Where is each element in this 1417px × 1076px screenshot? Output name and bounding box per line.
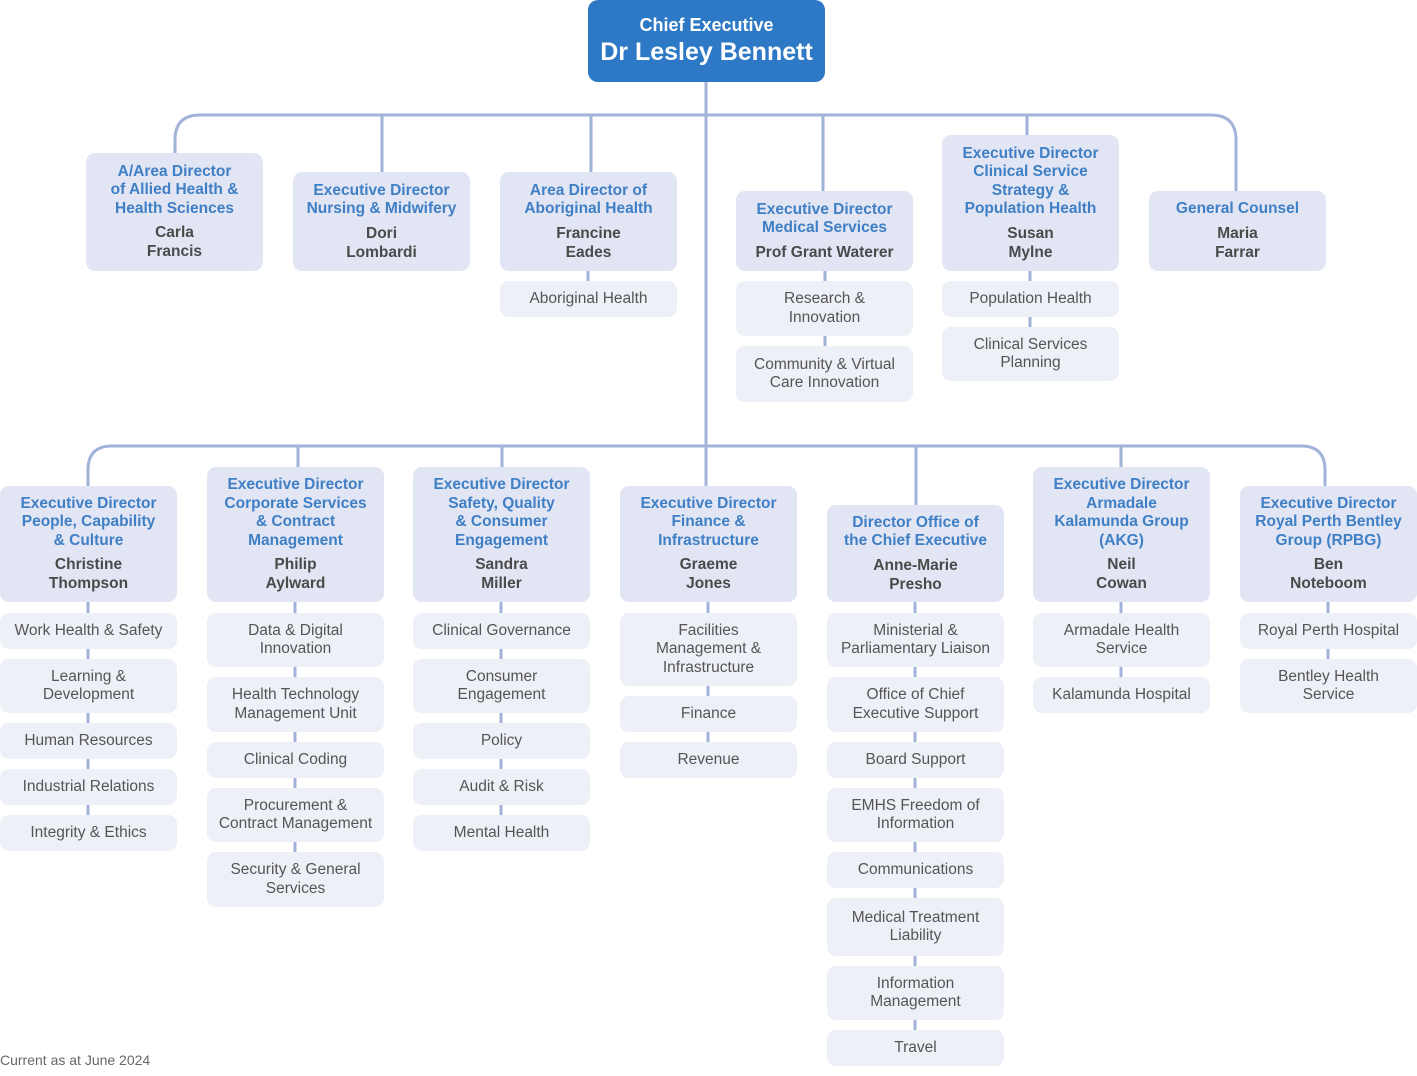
unit-box: Health Technology Management Unit [207, 677, 384, 732]
unit-box: Security & General Services [207, 852, 384, 907]
unit-box: Integrity & Ethics [0, 815, 177, 851]
unit-box: Kalamunda Hospital [1033, 677, 1210, 713]
director-medical-services: Executive Director Medical Services Prof… [736, 191, 913, 271]
unit-box: Royal Perth Hospital [1240, 613, 1417, 649]
director-name: Dori Lombardi [346, 224, 417, 261]
director-name: Philip Aylward [265, 556, 326, 592]
director-title: Executive Director Royal Perth Bentley G… [1255, 494, 1402, 549]
unit-box: Ministerial & Parliamentary Liaison [827, 613, 1004, 667]
unit-box: Aboriginal Health [500, 281, 677, 317]
director-title: A/Area Director of Allied Health & Healt… [110, 162, 239, 217]
unit-box: Mental Health [413, 815, 590, 851]
chief-title: Chief Executive [639, 15, 774, 35]
director-corporate-services: Executive Director Corporate Services & … [207, 467, 384, 602]
unit-box: Consumer Engagement [413, 659, 590, 713]
director-title: Executive Director Medical Services [756, 200, 893, 237]
director-title: Executive Director Finance & Infrastruct… [640, 494, 777, 549]
director-armadale-kalamunda: Executive Director Armadale Kalamunda Gr… [1033, 467, 1210, 602]
unit-box: EMHS Freedom of Information [827, 788, 1004, 842]
director-title: General Counsel [1175, 200, 1300, 218]
director-name: Neil Cowan [1096, 556, 1147, 592]
chief-executive-box: Chief Executive Dr Lesley Bennett [588, 0, 825, 82]
unit-box: Audit & Risk [413, 769, 590, 805]
chief-name: Dr Lesley Bennett [600, 38, 813, 66]
director-title: Area Director of Aboriginal Health [524, 181, 653, 218]
unit-box: Procurement & Contract Management [207, 788, 384, 842]
unit-box: Information Management [827, 966, 1004, 1020]
director-name: Susan Mylne [1007, 224, 1054, 261]
connector-line [173, 113, 1238, 191]
director-title: Director Office of the Chief Executive [844, 513, 987, 550]
unit-box: Clinical Governance [413, 613, 590, 649]
director-name: Graeme Jones [679, 556, 738, 593]
director-nursing-midwifery: Executive Director Nursing & Midwifery D… [293, 172, 470, 271]
general-counsel: General Counsel Maria Farrar [1149, 191, 1326, 271]
director-name: Sandra Miller [475, 556, 528, 592]
unit-box: Finance [620, 696, 797, 732]
unit-box: Travel [827, 1030, 1004, 1066]
director-aboriginal-health: Area Director of Aboriginal Health Franc… [500, 172, 677, 271]
director-title: Executive Director Armadale Kalamunda Gr… [1053, 476, 1190, 549]
director-royal-perth-bentley: Executive Director Royal Perth Bentley G… [1240, 486, 1417, 602]
director-name: Anne-Marie Presho [873, 556, 958, 593]
director-title: Executive Director Safety, Quality & Con… [433, 476, 570, 549]
unit-box: Armadale Health Service [1033, 613, 1210, 667]
unit-box: Medical Treatment Liability [827, 898, 1004, 956]
unit-box: Clinical Coding [207, 742, 384, 778]
connector-line [86, 444, 1327, 486]
unit-box: Work Health & Safety [0, 613, 177, 649]
director-title: Executive Director Nursing & Midwifery [306, 181, 457, 218]
unit-box: Clinical Services Planning [942, 327, 1119, 381]
director-people-capability-culture: Executive Director People, Capability & … [0, 486, 177, 602]
unit-box: Facilities Management & Infrastructure [620, 613, 797, 686]
unit-box: Bentley Health Service [1240, 659, 1417, 713]
unit-box: Population Health [942, 281, 1119, 317]
director-name: Christine Thompson [48, 556, 129, 593]
director-title: Executive Director Corporate Services & … [224, 476, 367, 549]
director-title: Executive Director Clinical Service Stra… [962, 144, 1099, 218]
unit-box: Policy [413, 723, 590, 759]
footer-note: Current as at June 2024 [0, 1052, 151, 1068]
unit-box: Human Resources [0, 723, 177, 759]
unit-box: Communications [827, 852, 1004, 888]
director-name: Ben Noteboom [1290, 556, 1367, 593]
director-name: Francine Eades [556, 224, 621, 261]
director-safety-quality: Executive Director Safety, Quality & Con… [413, 467, 590, 602]
unit-box: Office of Chief Executive Support [827, 677, 1004, 732]
director-office-chief-executive: Director Office of the Chief Executive A… [827, 505, 1004, 602]
unit-box: Data & Digital Innovation [207, 613, 384, 667]
director-title: Executive Director People, Capability & … [20, 494, 157, 549]
director-name: Prof Grant Waterer [755, 243, 894, 261]
unit-box: Learning & Development [0, 659, 177, 713]
director-name: Maria Farrar [1215, 224, 1260, 261]
unit-box: Board Support [827, 742, 1004, 778]
unit-box: Community & Virtual Care Innovation [736, 346, 913, 402]
director-allied-health: A/Area Director of Allied Health & Healt… [86, 153, 263, 271]
director-clinical-service-strategy: Executive Director Clinical Service Stra… [942, 135, 1119, 271]
unit-box: Industrial Relations [0, 769, 177, 805]
director-name: Carla Francis [146, 224, 203, 261]
director-finance-infrastructure: Executive Director Finance & Infrastruct… [620, 486, 797, 602]
unit-box: Research & Innovation [736, 281, 913, 336]
unit-box: Revenue [620, 742, 797, 778]
